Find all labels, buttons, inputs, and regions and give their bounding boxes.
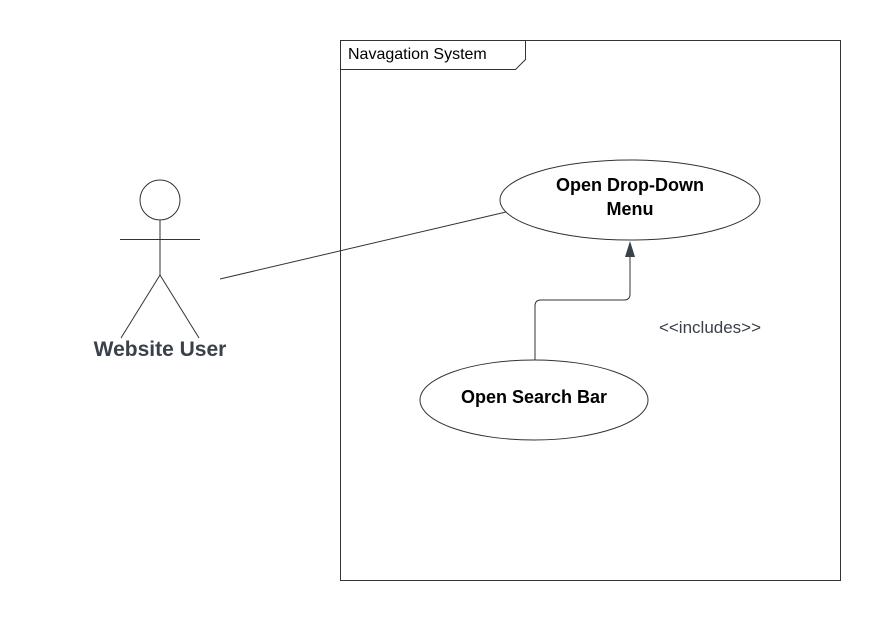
usecase-ellipse bbox=[419, 359, 649, 441]
include-connector bbox=[534, 256, 631, 360]
actor-name: Website User bbox=[94, 338, 227, 361]
usecase-label-line2: Menu bbox=[607, 199, 654, 219]
usecase-open-search-bar[interactable]: Open Search Bar bbox=[419, 359, 649, 441]
association-line bbox=[219, 211, 507, 280]
system-boundary: Navagation System bbox=[340, 40, 841, 581]
actor-head bbox=[139, 179, 181, 221]
include-arrowhead bbox=[625, 241, 635, 257]
usecase-label-line1: Open Drop-Down bbox=[556, 175, 704, 195]
usecase-label: Open Search Bar bbox=[461, 387, 607, 407]
actor-right-leg bbox=[159, 274, 200, 339]
system-name-tab bbox=[340, 40, 526, 70]
system-boundary-frame bbox=[340, 40, 841, 581]
actor-website-user: Website User bbox=[94, 179, 227, 361]
system-name: Navagation System bbox=[348, 46, 487, 63]
include-stereotype-label: <<includes>> bbox=[659, 318, 761, 337]
usecase-ellipse bbox=[499, 159, 761, 241]
actor-left-leg bbox=[120, 274, 161, 339]
include-relationship: <<includes>> bbox=[534, 241, 761, 360]
usecase-open-dropdown-menu[interactable]: Open Drop-Down Menu bbox=[499, 159, 761, 241]
